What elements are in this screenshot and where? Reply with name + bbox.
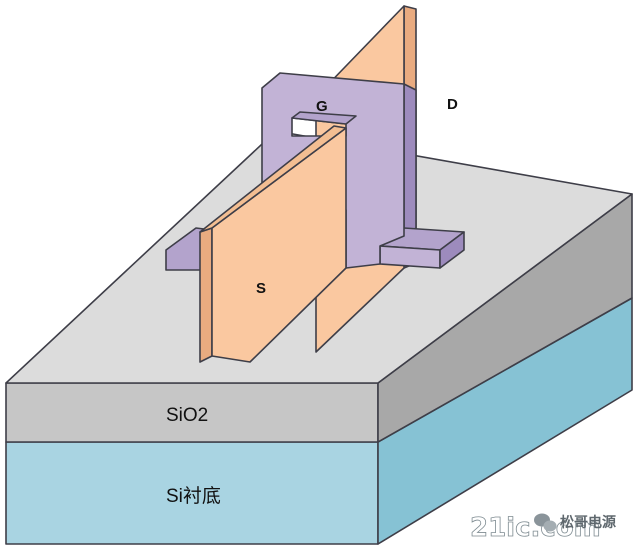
oxide-layer-label: SiO2 xyxy=(166,405,208,426)
gate-right-arm-side xyxy=(403,83,417,237)
wechat-icon xyxy=(534,513,557,532)
drain-label: D xyxy=(447,96,458,113)
gate-right-foot-front xyxy=(379,245,441,269)
gate-right-foot-side xyxy=(439,231,465,269)
substrate-layer-label: Si衬底 xyxy=(166,485,221,507)
source-side-face xyxy=(199,227,213,363)
watermark-account: 松哥电源 xyxy=(560,514,616,531)
source-top-face xyxy=(199,125,347,233)
gate-label: G xyxy=(316,98,328,115)
source-label: S xyxy=(256,280,266,297)
gate-inner-top xyxy=(291,111,357,125)
